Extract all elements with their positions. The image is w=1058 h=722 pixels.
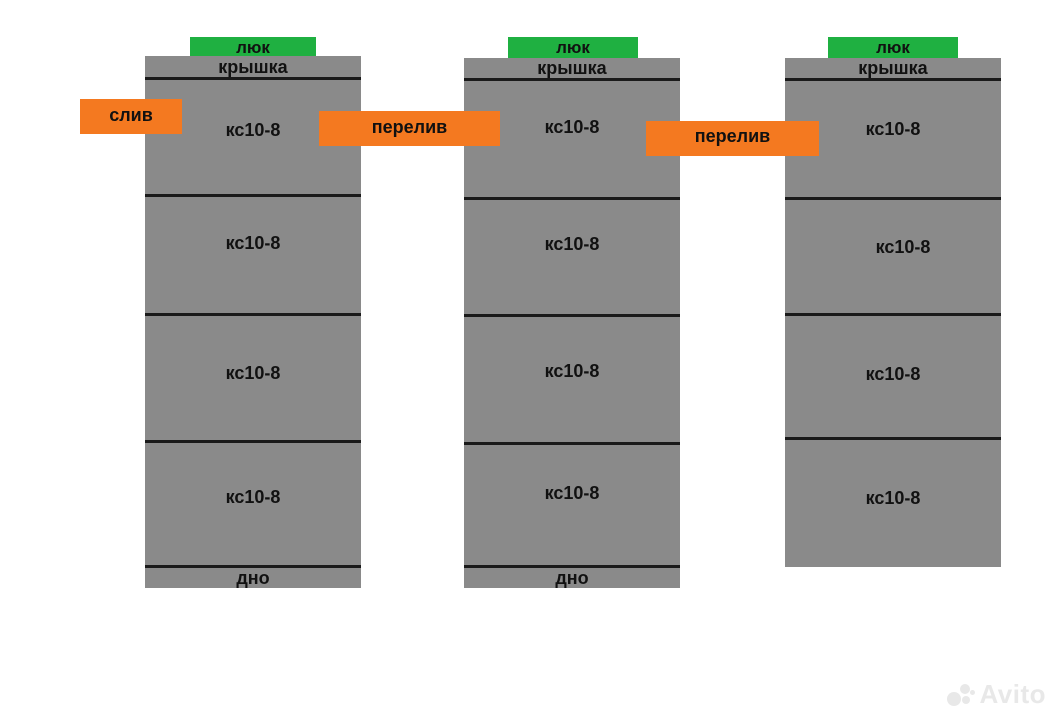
well-3-ring-1-label: кс10-8	[865, 119, 921, 139]
well-2-hatch: люк	[508, 37, 638, 59]
well-3-hatch: люк	[828, 37, 958, 59]
avito-logo-icon	[947, 684, 976, 706]
well-2-ring-2-label: кс10-8	[544, 234, 600, 254]
avito-watermark-text: Avito	[979, 679, 1046, 709]
well-1-bottom-label: дно	[236, 568, 270, 588]
well-1-ring-divider	[145, 313, 361, 316]
well-2-ring-divider	[464, 314, 680, 317]
well-1-cover-divider	[145, 77, 361, 80]
well-2-bottom-label: дно	[555, 568, 589, 588]
well-1-ring-2-label: кс10-8	[225, 233, 281, 253]
well-3-cover-label: крышка	[858, 58, 928, 78]
well-2-ring-divider	[464, 197, 680, 200]
well-1-ring-divider	[145, 440, 361, 443]
well-2-cover-divider	[464, 78, 680, 81]
well-3-ring-2-label: кс10-8	[875, 237, 931, 257]
well-2-ring-3-label: кс10-8	[544, 361, 600, 381]
avito-watermark: Avito	[947, 679, 1046, 710]
well-2: крышка кс10-8 кс10-8 кс10-8 кс10-8 дно	[464, 58, 680, 588]
well-3-ring-divider	[785, 313, 1001, 316]
well-1-cover-label: крышка	[218, 57, 288, 77]
well-3-ring-divider	[785, 197, 1001, 200]
well-3-ring-divider	[785, 437, 1001, 440]
well-2-ring-divider	[464, 442, 680, 445]
well-3-ring-3-label: кс10-8	[865, 364, 921, 384]
well-2-cover-label: крышка	[537, 58, 607, 78]
drain-pipe: слив	[80, 99, 182, 134]
well-2-bottom-divider	[464, 565, 680, 568]
well-1-ring-1-label: кс10-8	[225, 120, 281, 140]
overflow-pipe-1: перелив	[319, 111, 500, 146]
well-1-bottom-divider	[145, 565, 361, 568]
overflow-pipe-2: перелив	[646, 121, 819, 156]
well-3-cover-divider	[785, 78, 1001, 81]
well-1-ring-divider	[145, 194, 361, 197]
well-3: крышка кс10-8 кс10-8 кс10-8 кс10-8	[785, 58, 1001, 567]
well-2-ring-1-label: кс10-8	[544, 117, 600, 137]
well-2-ring-4-label: кс10-8	[544, 483, 600, 503]
well-1-hatch: люк	[190, 37, 316, 59]
well-1-ring-3-label: кс10-8	[225, 363, 281, 383]
well-3-ring-4-label: кс10-8	[865, 488, 921, 508]
well-1-ring-4-label: кс10-8	[225, 487, 281, 507]
